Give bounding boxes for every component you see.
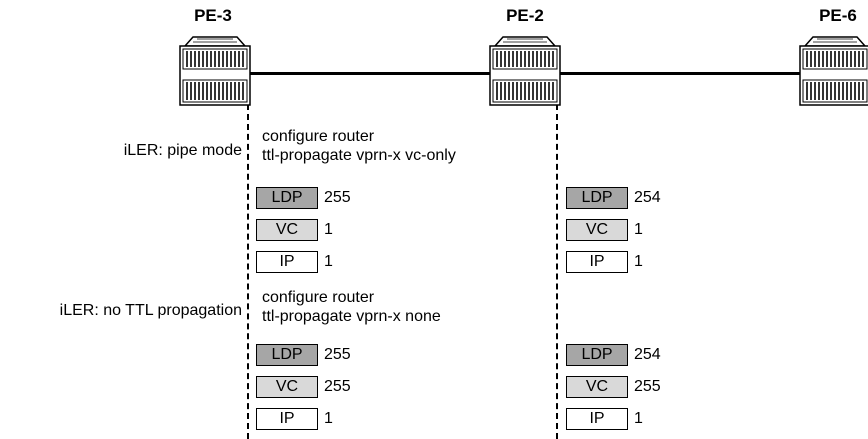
vc-label: VC [566, 376, 628, 398]
vc-label: VC [566, 219, 628, 241]
ttl-value: 255 [324, 378, 351, 395]
label-stack-row: IP 1 [256, 250, 333, 274]
router-pe3-icon [179, 36, 251, 106]
pe6-title: PE-6 [819, 6, 857, 25]
pe3-dashed-line [247, 104, 249, 439]
vc-label: VC [256, 376, 318, 398]
scenario-label-pipe-mode: iLER: pipe mode [123, 142, 242, 159]
pe2-title: PE-2 [506, 6, 544, 25]
label-stack-row: LDP 255 [256, 186, 351, 210]
label-stack-row: IP 1 [566, 250, 643, 274]
label-stack-row: IP 1 [566, 407, 643, 431]
ttl-value: 1 [634, 410, 643, 427]
label-stack-row: VC 255 [256, 375, 351, 399]
command-line: ttl-propagate vprn-x vc-only [262, 147, 456, 164]
label-stack-row: LDP 254 [566, 186, 661, 210]
ldp-label: LDP [256, 344, 318, 366]
ip-header: IP [566, 251, 628, 273]
ip-header: IP [256, 408, 318, 430]
ldp-label: LDP [566, 344, 628, 366]
label-stack-row: VC 1 [256, 218, 333, 242]
router-pe6-icon [799, 36, 868, 106]
ip-header: IP [256, 251, 318, 273]
scenario-label-no-ttl-propagation: iLER: no TTL propagation [59, 302, 242, 319]
ttl-value: 255 [634, 378, 661, 395]
command-line: configure router [262, 128, 375, 145]
label-stack-row: LDP 254 [566, 343, 661, 367]
ttl-value: 1 [634, 221, 643, 238]
command-line: ttl-propagate vprn-x none [262, 308, 441, 325]
pe2-dashed-line [556, 104, 558, 439]
ldp-label: LDP [256, 187, 318, 209]
label-stack-row: VC 255 [566, 375, 661, 399]
link-pe3-pe2 [248, 72, 490, 75]
command-line: configure router [262, 289, 375, 306]
router-pe2-icon [489, 36, 561, 106]
ttl-value: 254 [634, 346, 661, 363]
ttl-value: 255 [324, 346, 351, 363]
ttl-value: 1 [324, 253, 333, 270]
label-stack-row: VC 1 [566, 218, 643, 242]
label-stack-row: IP 1 [256, 407, 333, 431]
ttl-value: 1 [324, 410, 333, 427]
ttl-value: 254 [634, 189, 661, 206]
ip-header: IP [566, 408, 628, 430]
vc-label: VC [256, 219, 318, 241]
ttl-value: 255 [324, 189, 351, 206]
pe3-title: PE-3 [194, 6, 232, 25]
ttl-value: 1 [324, 221, 333, 238]
ttl-value: 1 [634, 253, 643, 270]
link-pe2-pe6 [560, 72, 800, 75]
ldp-label: LDP [566, 187, 628, 209]
label-stack-row: LDP 255 [256, 343, 351, 367]
